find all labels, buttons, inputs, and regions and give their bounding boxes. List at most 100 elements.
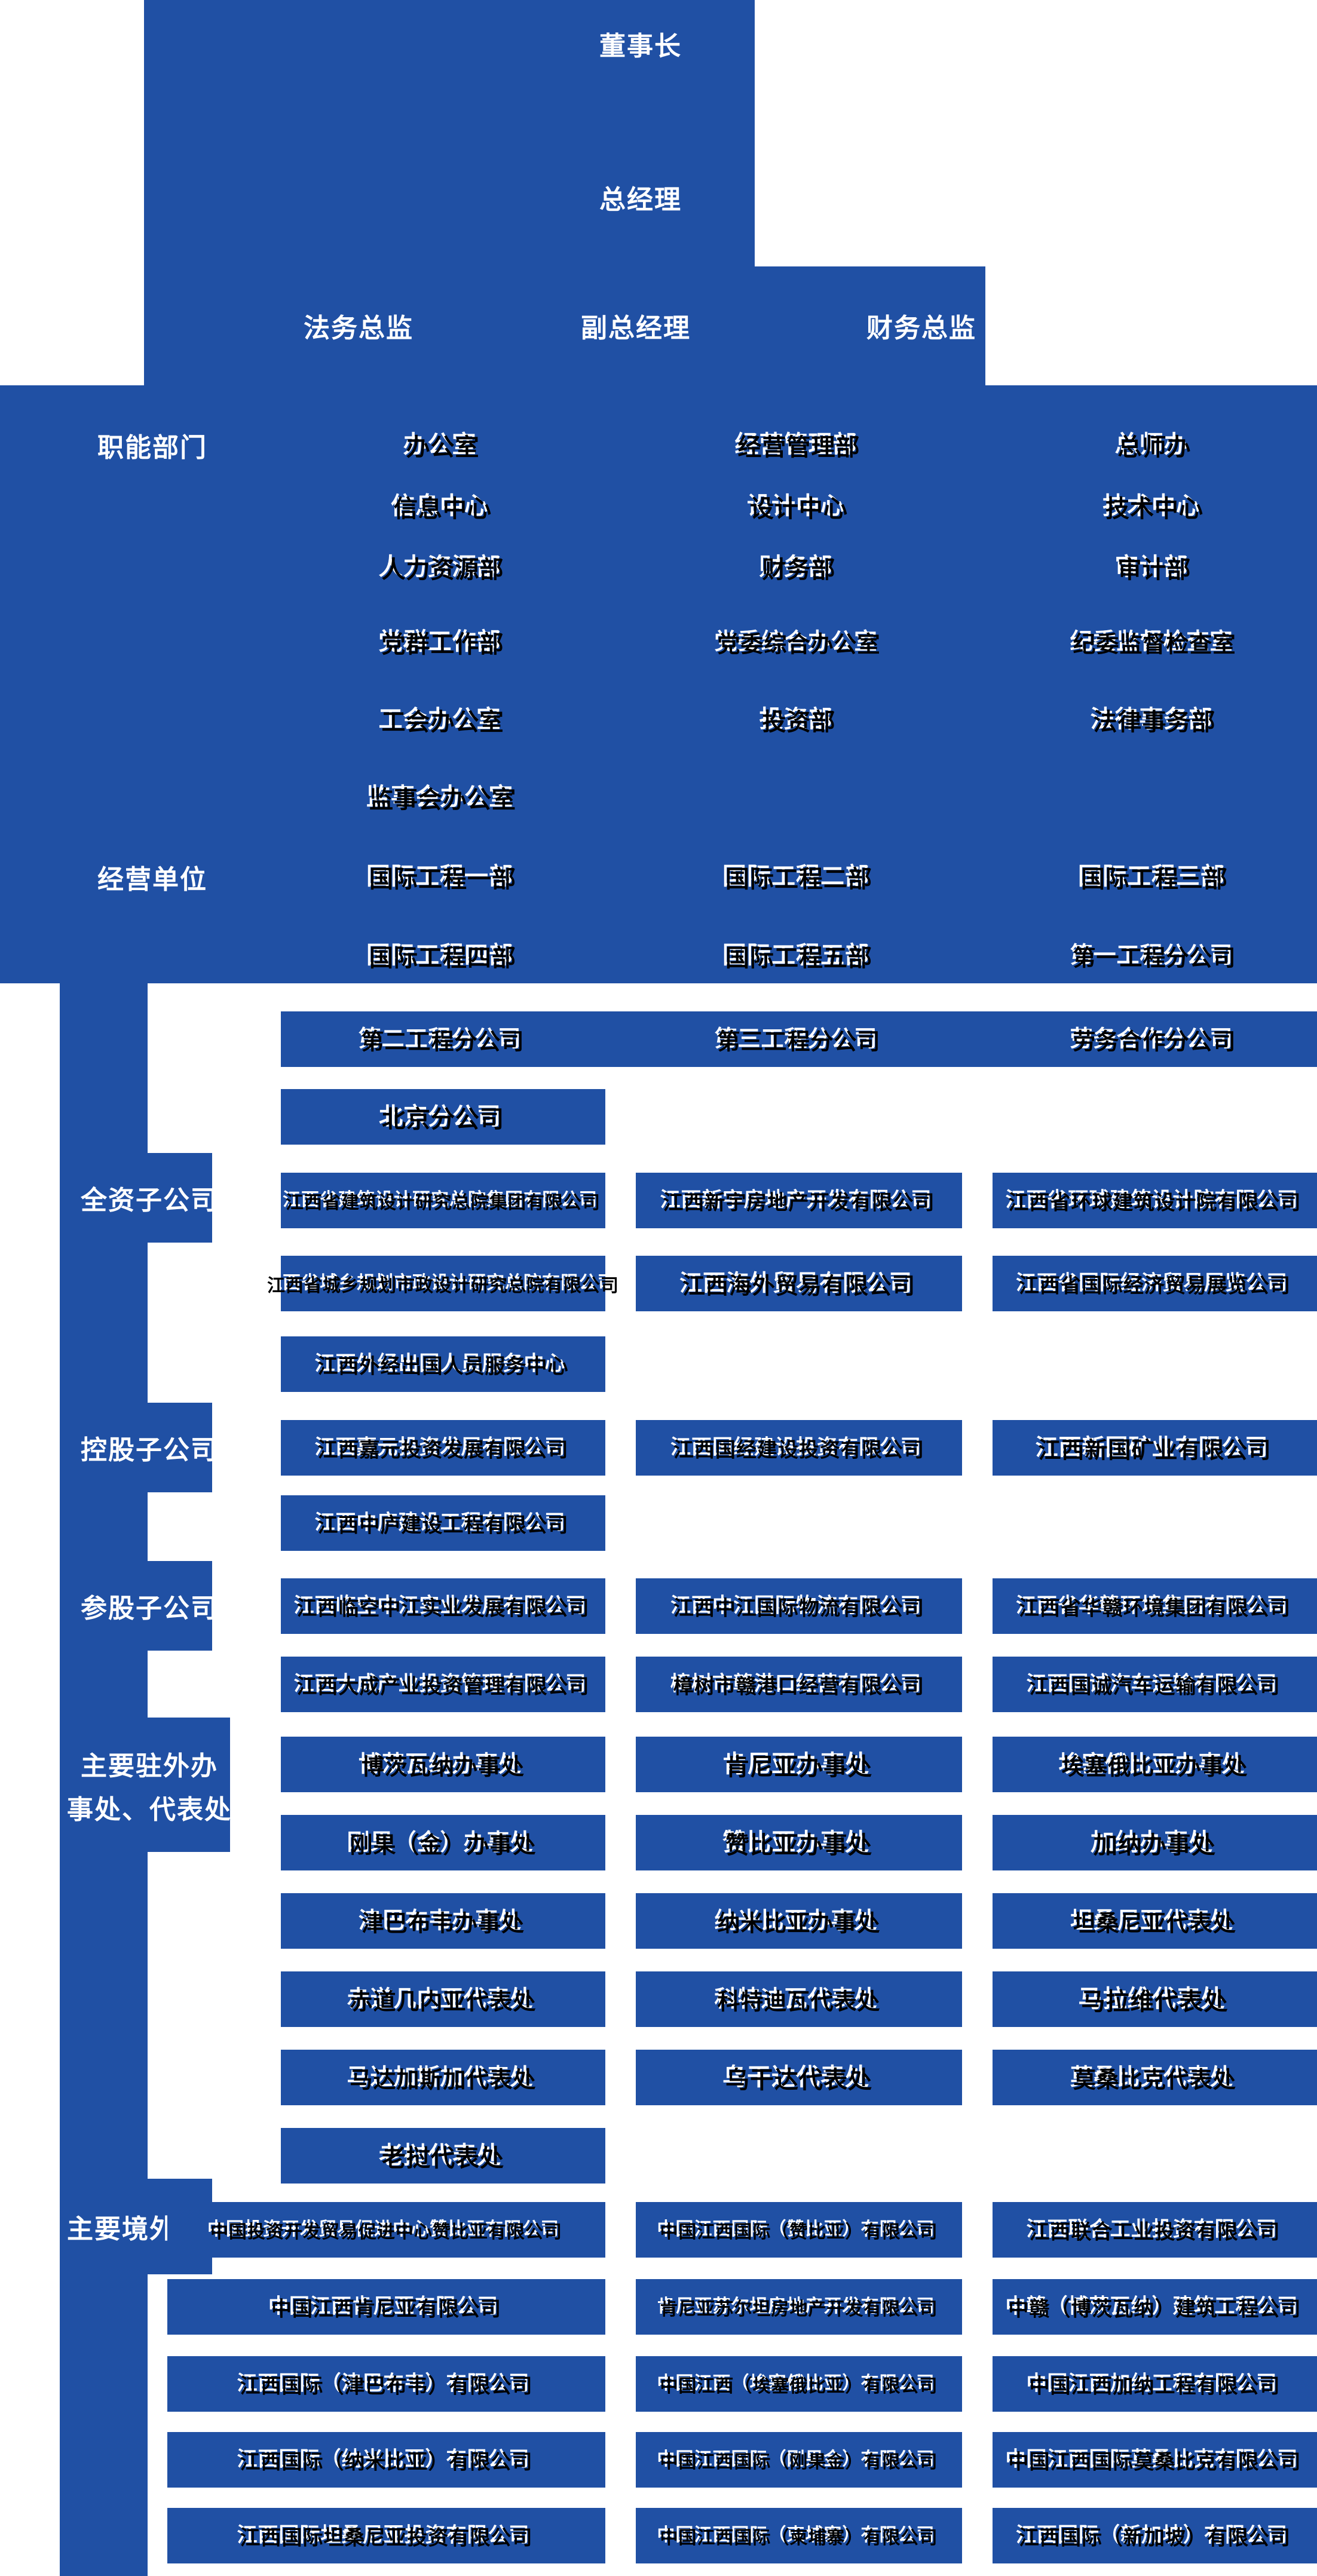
dept-label: 办公室 [406, 434, 480, 461]
org-box [281, 2128, 605, 2184]
section-overseas-offices-line1: 主要驻外办 [81, 1752, 218, 1781]
branch-label: 第二工程分公司 [361, 1029, 525, 1055]
org-box-label: 江西大成产业投资管理有限公司 [296, 1675, 590, 1698]
org-box-label: 马拉维代表处 [1081, 1988, 1229, 2015]
org-box-label: 马达加斯加代表处 [350, 2068, 537, 2093]
org-box [636, 2432, 962, 2488]
dept-label: 党群工作部 [381, 631, 504, 658]
org-box-label: 江西省国际经济贸易展览公司 [1019, 1274, 1291, 1297]
org-box-label: 中国投资开发贸易促进中心赞比亚有限公司 [210, 2222, 562, 2242]
dept-label: 财务部 [762, 557, 836, 583]
org-box-label: 江西中江国际物流有限公司 [673, 1597, 924, 1620]
section-wholly-owned-subsidiaries: 全资子公司 [81, 1186, 218, 1215]
org-box [636, 1737, 962, 1792]
org-box [281, 1256, 605, 1311]
org-box-label: 江西临空中江实业发展有限公司 [296, 1597, 590, 1620]
org-box-label: 江西嘉元投资发展有限公司 [317, 1439, 569, 1461]
org-box-label: 中国江西国际（赞比亚）有限公司 [660, 2222, 938, 2242]
org-box [993, 2432, 1317, 2488]
org-box-label: 江西外经出国人员服务中心 [317, 1355, 569, 1378]
org-box-label: 赤道几内亚代表处 [350, 1989, 537, 2014]
dept-label: 总师办 [1117, 434, 1192, 461]
org-box-label: 樟树市赣港口经营有限公司 [673, 1675, 924, 1698]
org-box-label: 江西省城乡规划市政设计研究总院有限公司 [267, 1275, 619, 1296]
legal-director-label: 法务总监 [304, 314, 414, 343]
section-minority-stake-subsidiaries: 参股子公司 [81, 1594, 218, 1623]
org-box [167, 2279, 605, 2335]
org-box [281, 1173, 605, 1228]
org-box-label: 莫桑比克代表处 [1073, 2068, 1237, 2093]
org-box-label: 坦桑尼亚代表处 [1073, 1911, 1237, 1936]
org-box [636, 1657, 962, 1712]
org-box [636, 1578, 962, 1634]
branch-label: 劳务合作分公司 [1073, 1029, 1236, 1055]
section-overseas-offices-line2: 事处、代表处 [67, 1795, 232, 1824]
org-box [636, 1173, 962, 1228]
org-box [993, 2356, 1317, 2412]
org-box [167, 2356, 605, 2412]
dept-label: 人力资源部 [381, 557, 504, 583]
org-box [281, 1893, 605, 1949]
dept-label: 法律事务部 [1093, 709, 1216, 735]
holding-label-block [60, 1403, 212, 1492]
org-box [993, 1657, 1317, 1712]
org-box [993, 1815, 1317, 1870]
org-box-label: 中国江西国际（柬埔寨）有限公司 [660, 2528, 938, 2548]
dept-label: 技术中心 [1105, 496, 1203, 522]
dept-label: 国际工程三部 [1081, 866, 1228, 893]
org-box [993, 1173, 1317, 1228]
org-box-label: 中国江西国际（刚果金）有限公司 [660, 2452, 938, 2472]
org-box-label: 肯尼亚苏尔坦房地产开发有限公司 [660, 2299, 938, 2319]
dept-label: 第一工程分公司 [1073, 946, 1236, 971]
org-box [993, 2050, 1317, 2105]
org-box [636, 2508, 962, 2563]
org-box-label: 江西中庐建设工程有限公司 [317, 1514, 569, 1537]
org-box [993, 2279, 1317, 2335]
org-box [636, 1893, 962, 1949]
org-box-label: 肯尼亚办事处 [725, 1753, 872, 1780]
org-box [281, 1971, 605, 2027]
org-box-label: 江西国际（津巴布韦）有限公司 [240, 2375, 533, 2397]
org-box [993, 2508, 1317, 2563]
dept-label: 经营管理部 [737, 434, 860, 461]
org-box [993, 1578, 1317, 1634]
org-box [636, 2279, 962, 2335]
section-holding-subsidiaries: 控股子公司 [81, 1436, 218, 1465]
minority-label-block [60, 1561, 212, 1651]
dept-label: 纪委监督检查室 [1073, 632, 1236, 658]
org-box [636, 1256, 962, 1311]
dept-label: 投资部 [762, 709, 836, 735]
dept-label: 国际工程二部 [725, 866, 872, 893]
org-box [281, 1657, 605, 1712]
dept-label: 审计部 [1117, 557, 1192, 583]
org-box-label: 赞比亚办事处 [725, 1832, 872, 1859]
org-box [993, 2202, 1317, 2258]
org-box [167, 2432, 605, 2488]
org-box-label: 津巴布韦办事处 [361, 1911, 525, 1936]
org-box [281, 1089, 605, 1145]
org-box [993, 1256, 1317, 1311]
org-box-label: 中赣（博茨瓦纳）建筑工程公司 [1008, 2298, 1301, 2320]
org-box-label: 科特迪瓦代表处 [717, 1989, 881, 2014]
dept-label: 党委综合办公室 [717, 632, 881, 658]
org-box [167, 2202, 605, 2258]
org-box-label: 江西国经建设投资有限公司 [673, 1439, 924, 1461]
org-box-label: 博茨瓦纳办事处 [361, 1755, 525, 1780]
org-box [993, 1420, 1317, 1476]
deputy-general-manager-label: 副总经理 [581, 314, 691, 343]
org-box-label: 江西联合工业投资有限公司 [1029, 2221, 1281, 2243]
departments-block [0, 385, 1317, 983]
org-box [636, 2202, 962, 2258]
org-box-label: 埃塞俄比亚办事处 [1061, 1755, 1248, 1780]
org-box-label: 中国江西加纳工程有限公司 [1029, 2375, 1281, 2397]
org-box-label: 江西海外贸易有限公司 [682, 1274, 916, 1299]
wholly-owned-label-block [60, 1153, 212, 1243]
org-box [993, 1893, 1317, 1949]
org-box-label: 北京分公司 [382, 1106, 504, 1133]
section-functional-departments: 职能部门 [97, 433, 207, 462]
org-box [636, 2050, 962, 2105]
org-box-label: 中国江西（埃塞俄比亚）有限公司 [660, 2376, 938, 2396]
org-box-label: 江西新宇房地产开发有限公司 [663, 1191, 935, 1214]
org-box [636, 2356, 962, 2412]
